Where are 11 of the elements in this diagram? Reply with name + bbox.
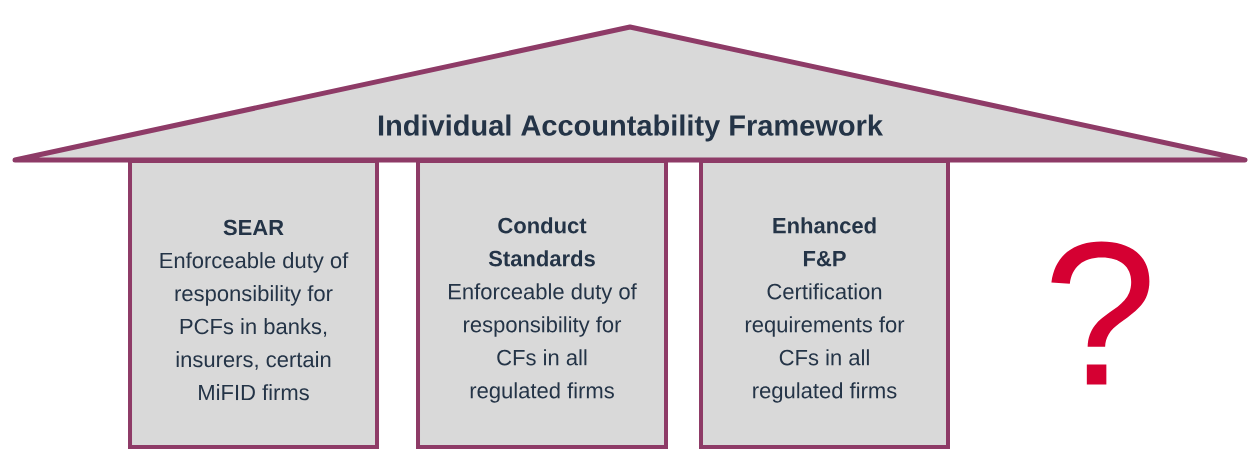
pillar-box — [128, 159, 379, 449]
pillar-heading: Enhanced F&P — [773, 217, 876, 267]
question-mark: ? — [1051, 241, 1150, 385]
pillar-heading: SEAR — [223, 219, 284, 236]
pillar-description: Enforceable duty of responsibility for PCFs in banks, insurers, certain MiFID firms — [160, 252, 349, 401]
pillar-box — [416, 159, 668, 449]
pillar-box — [699, 159, 950, 449]
pillar-description: Enforceable duty of responsibility for CFs in all regulated firms — [449, 283, 637, 403]
pillar-heading: Conduct Standards — [488, 217, 595, 267]
roof-label: Individual Accountability Framework — [378, 114, 884, 142]
pillar-description: Certification requirements for CFs in all regulated firms — [745, 283, 905, 403]
